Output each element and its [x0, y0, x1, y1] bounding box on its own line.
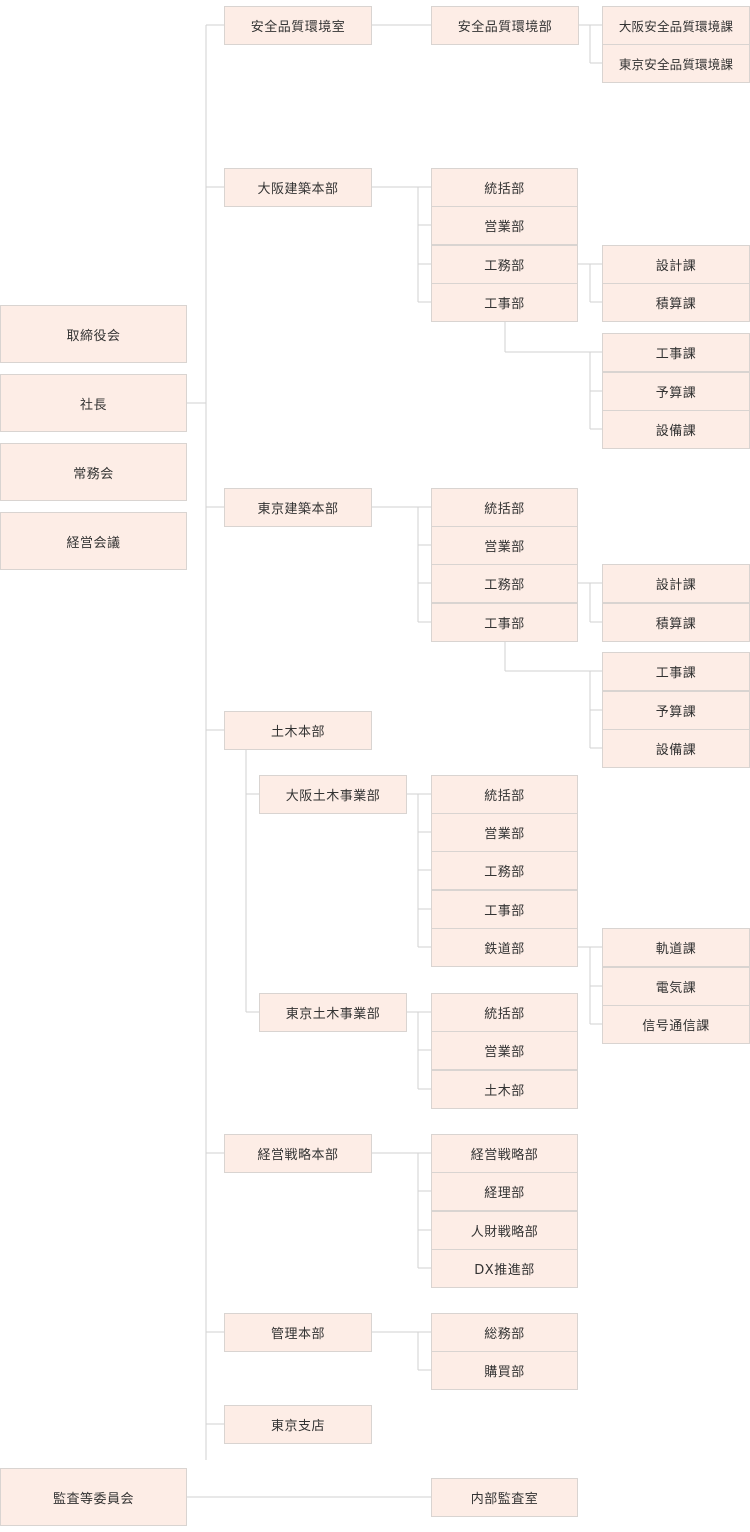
osaka-civil-sales: 営業部: [431, 813, 578, 852]
tokyo-estimation-section: 積算課: [602, 603, 750, 642]
tokyo-civil-unit: 東京土木事業部: [259, 993, 407, 1032]
osaka-safety-section: 大阪安全品質環境課: [602, 6, 750, 45]
signal-communication-section: 信号通信課: [602, 1005, 750, 1044]
managing-committee: 常務会: [0, 443, 187, 501]
track-section: 軌道課: [602, 928, 750, 967]
corporate-strategy-dept: 経営戦略部: [431, 1134, 578, 1173]
accounting-dept: 経理部: [431, 1172, 578, 1211]
osaka-civil-engineering: 工務部: [431, 851, 578, 890]
osaka-building-construction: 工事部: [431, 283, 578, 322]
general-affairs-dept: 総務部: [431, 1313, 578, 1352]
tokyo-budget-section: 予算課: [602, 691, 750, 730]
civil-division: 土木本部: [224, 711, 372, 750]
osaka-civil-unit: 大阪土木事業部: [259, 775, 407, 814]
hr-strategy-dept: 人財戦略部: [431, 1211, 578, 1250]
osaka-civil-railway: 鉄道部: [431, 928, 578, 967]
osaka-civil-construction: 工事部: [431, 890, 578, 929]
osaka-building-general-affairs: 統括部: [431, 168, 578, 207]
osaka-building-engineering: 工務部: [431, 245, 578, 284]
audit-committee: 監査等委員会: [0, 1468, 187, 1526]
tokyo-facilities-section: 設備課: [602, 729, 750, 768]
internal-audit-office: 内部監査室: [431, 1478, 578, 1517]
tokyo-building-division: 東京建築本部: [224, 488, 372, 527]
osaka-construction-section: 工事課: [602, 333, 750, 372]
management-meeting: 経営会議: [0, 512, 187, 570]
osaka-facilities-section: 設備課: [602, 410, 750, 449]
osaka-design-section: 設計課: [602, 245, 750, 284]
tokyo-civil-sales: 営業部: [431, 1031, 578, 1070]
board-of-directors: 取締役会: [0, 305, 187, 363]
osaka-building-sales: 営業部: [431, 206, 578, 245]
tokyo-building-general-affairs: 統括部: [431, 488, 578, 527]
president: 社長: [0, 374, 187, 432]
tokyo-building-engineering: 工務部: [431, 564, 578, 603]
safety-quality-department: 安全品質環境部: [431, 6, 579, 45]
tokyo-building-construction: 工事部: [431, 603, 578, 642]
safety-quality-office: 安全品質環境室: [224, 6, 372, 45]
tokyo-building-sales: 営業部: [431, 526, 578, 565]
tokyo-safety-section: 東京安全品質環境課: [602, 44, 750, 83]
dx-promotion-dept: DX推進部: [431, 1249, 578, 1288]
purchasing-dept: 購買部: [431, 1351, 578, 1390]
tokyo-branch: 東京支店: [224, 1405, 372, 1444]
osaka-budget-section: 予算課: [602, 372, 750, 411]
administration-division: 管理本部: [224, 1313, 372, 1352]
strategy-division: 経営戦略本部: [224, 1134, 372, 1173]
tokyo-civil-civil-dept: 土木部: [431, 1070, 578, 1109]
tokyo-construction-section: 工事課: [602, 652, 750, 691]
tokyo-civil-general-affairs: 統括部: [431, 993, 578, 1032]
electrical-section: 電気課: [602, 967, 750, 1006]
osaka-estimation-section: 積算課: [602, 283, 750, 322]
osaka-building-division: 大阪建築本部: [224, 168, 372, 207]
osaka-civil-general-affairs: 統括部: [431, 775, 578, 814]
tokyo-design-section: 設計課: [602, 564, 750, 603]
